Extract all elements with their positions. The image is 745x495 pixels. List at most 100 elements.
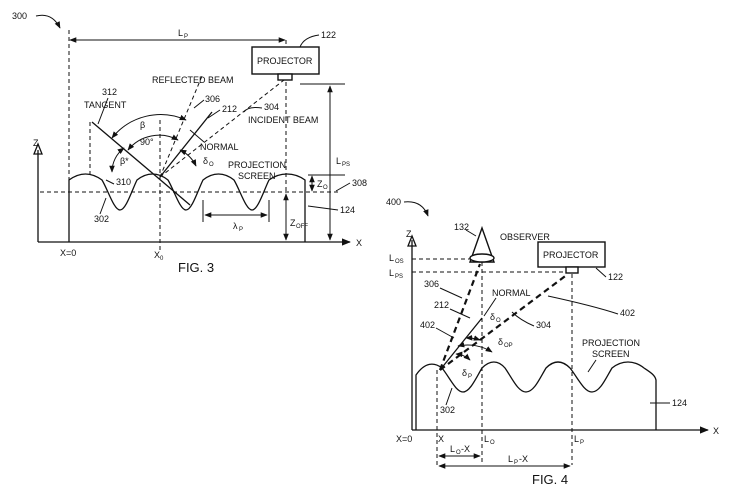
fig3-zo-label: Z bbox=[317, 179, 323, 189]
fig3-beta-star-arc bbox=[109, 147, 125, 173]
fig4-delta-p-label: δ bbox=[462, 368, 467, 378]
fig3-90-arc bbox=[127, 134, 179, 151]
fig3-ref-300: 300 bbox=[12, 11, 27, 21]
fig3-delta-o-sub: O bbox=[209, 162, 214, 168]
fig3-zo-sub: O bbox=[323, 185, 328, 191]
fig4-ref-306: 306 bbox=[424, 279, 439, 289]
fig4-delta-o-label: δ bbox=[490, 312, 495, 322]
fig3-delta-o-label: δ bbox=[203, 156, 208, 166]
fig4-los-sub: OS bbox=[395, 259, 404, 265]
fig4-ref-304: 304 bbox=[536, 320, 551, 330]
fig3-ref-302-leader bbox=[99, 197, 107, 215]
fig4-lo-minus-x-label: -X bbox=[461, 444, 470, 454]
fig4-ref-122-leader bbox=[595, 267, 607, 278]
fig4-lp-minus-x-sub: P bbox=[514, 460, 518, 466]
fig4-ref-400-arrow bbox=[403, 201, 429, 217]
fig4-x-axis-label: X bbox=[713, 426, 719, 436]
fig4-delta-op-sub: OP bbox=[504, 343, 513, 349]
fig3-lps-sub: PS bbox=[342, 162, 350, 168]
fig4-reflected-beam bbox=[438, 263, 482, 371]
fig3-lambda-sub: P bbox=[239, 227, 243, 233]
fig4-z-axis-label: Z bbox=[406, 229, 412, 239]
fig4-ref-402b: 402 bbox=[620, 308, 635, 318]
fig3-lambda-label: λ bbox=[233, 221, 238, 231]
fig4-lo-minus-x-l: L bbox=[450, 444, 455, 454]
fig3-ref-212: 212 bbox=[222, 104, 237, 114]
fig3-xo-sub: 0 bbox=[160, 256, 164, 262]
fig3-ref-304: 304 bbox=[264, 102, 279, 112]
fig3-ref-122: 122 bbox=[321, 30, 336, 40]
fig3-projection-label: PROJECTION bbox=[228, 160, 286, 170]
fig3-caption: FIG. 3 bbox=[178, 260, 214, 275]
fig3-normal-label: NORMAL bbox=[200, 142, 239, 152]
fig3-lp-sub: P bbox=[184, 34, 188, 40]
fig4-ref-124: 124 bbox=[672, 398, 687, 408]
fig3-diagram: 300 Z X L P PROJECTOR 122 L PS Z bbox=[12, 11, 367, 275]
fig4-caption: FIG. 4 bbox=[532, 472, 568, 487]
fig4-lo-minus-x-sub: O bbox=[456, 450, 461, 456]
fig3-reflected-beam-label: REFLECTED BEAM bbox=[152, 75, 234, 85]
fig3-ref-310: 310 bbox=[116, 177, 131, 187]
fig3-tangent-line bbox=[91, 121, 191, 206]
fig4-projector-label: PROJECTOR bbox=[543, 250, 599, 260]
fig4-diagram: 400 Z X L OS L PS OBSERVER 132 PROJECTOR… bbox=[386, 197, 719, 487]
fig4-ref-122: 122 bbox=[608, 272, 623, 282]
fig4-lps-sub: PS bbox=[395, 274, 403, 280]
fig3-ref-312: 312 bbox=[102, 87, 117, 97]
fig4-x0-label: X=0 bbox=[396, 434, 412, 444]
fig3-ref-306: 306 bbox=[205, 94, 220, 104]
fig4-ref-132: 132 bbox=[454, 222, 469, 232]
fig4-delta-o-arc bbox=[465, 334, 481, 341]
fig3-screen-label: SCREEN bbox=[238, 171, 276, 181]
fig3-projector-lens bbox=[277, 73, 293, 81]
fig4-ref-212: 212 bbox=[434, 300, 449, 310]
fig3-reflected-beam bbox=[159, 75, 203, 178]
fig4-ref-304-leader bbox=[511, 311, 535, 327]
fig3-ref-310-leader bbox=[105, 179, 115, 185]
fig3-lps-label: L bbox=[336, 156, 341, 166]
fig3-normal-line bbox=[159, 111, 213, 178]
fig3-normal-leader bbox=[189, 129, 205, 143]
fig4-incident-beam bbox=[439, 273, 569, 371]
fig4-lo-label: L bbox=[484, 434, 489, 444]
fig3-beta-label: β bbox=[140, 120, 145, 130]
fig3-projection-screen bbox=[68, 173, 306, 242]
fig3-ref-312-leader bbox=[97, 97, 109, 125]
fig3-ref-306-leader bbox=[193, 99, 205, 109]
fig4-los-label: L bbox=[389, 253, 394, 263]
fig3-ref-308: 308 bbox=[352, 178, 367, 188]
fig4-delta-p-sub: P bbox=[468, 374, 472, 380]
fig4-projection-label: PROJECTION bbox=[582, 338, 640, 348]
fig4-ref-402a-leader bbox=[435, 327, 455, 339]
fig3-ref-304-leader bbox=[243, 107, 263, 113]
fig4-observer-eye bbox=[469, 253, 495, 263]
fig4-ref-302-leader bbox=[445, 387, 453, 406]
fig3-ref-308-leader bbox=[335, 182, 351, 192]
fig3-z-axis-label: Z bbox=[33, 138, 39, 148]
fig3-ref-124: 124 bbox=[340, 205, 355, 215]
fig4-normal-leader bbox=[483, 297, 497, 317]
fig4-delta-o-sub: O bbox=[496, 318, 501, 324]
fig4-lp-label: L bbox=[574, 434, 579, 444]
fig4-delta-op-label: δ bbox=[498, 337, 503, 347]
fig4-lp-minus-x-l: L bbox=[508, 454, 513, 464]
fig3-ref-122-leader bbox=[299, 34, 320, 48]
fig4-projection-screen bbox=[415, 361, 657, 430]
fig4-delta-p-arc bbox=[455, 351, 471, 361]
fig3-90-label: 90° bbox=[140, 137, 154, 147]
fig4-projector-lens bbox=[565, 266, 579, 274]
fig4-ref-302: 302 bbox=[440, 405, 455, 415]
fig4-lp-minus-x-label: -X bbox=[519, 454, 528, 464]
fig3-ref-124-leader bbox=[307, 205, 339, 211]
fig3-ref-212-leader bbox=[207, 109, 221, 119]
fig4-ref-402a: 402 bbox=[420, 320, 435, 330]
fig3-delta-o-arc bbox=[179, 149, 197, 167]
fig4-lo-sub: O bbox=[490, 440, 495, 446]
fig3-beta-arc bbox=[111, 114, 187, 139]
fig4-ref-212-leader bbox=[449, 308, 471, 319]
fig3-incident-beam-label: INCIDENT BEAM bbox=[248, 115, 318, 125]
fig3-xo-label: X bbox=[154, 250, 160, 260]
fig4-ref-400: 400 bbox=[386, 197, 401, 207]
